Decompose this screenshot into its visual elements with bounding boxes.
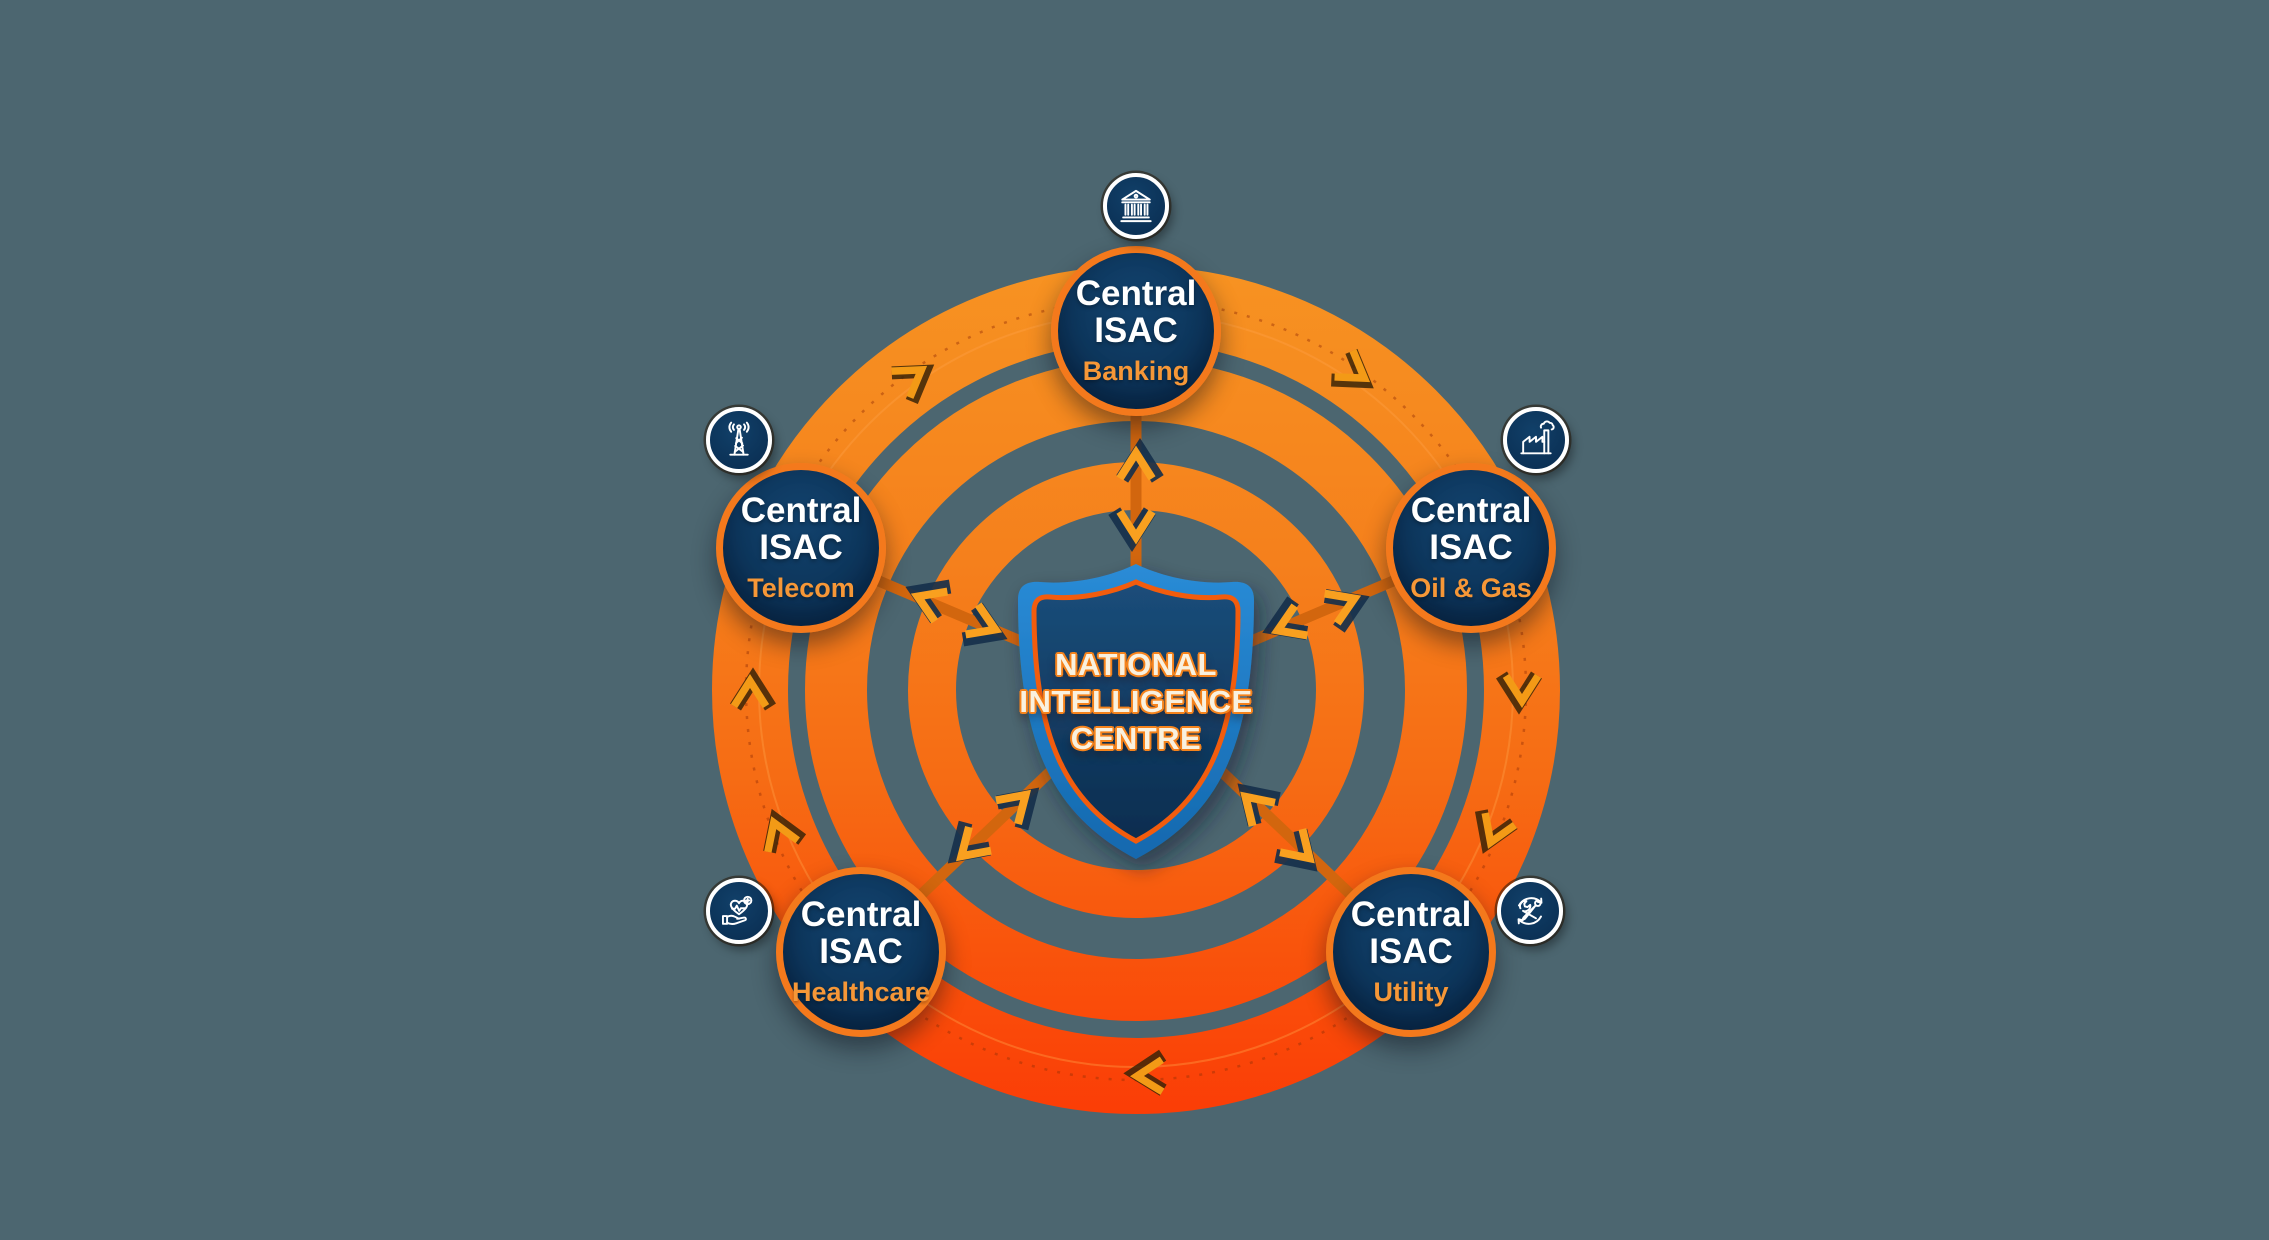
national-intelligence-shield bbox=[1018, 564, 1254, 859]
node-utility-line2: ISAC bbox=[1369, 932, 1453, 971]
telecom-icon-badge bbox=[706, 407, 772, 473]
bank-icon bbox=[1120, 189, 1152, 223]
node-oil-gas-line2: ISAC bbox=[1429, 528, 1513, 567]
spoke-arrow-telecom-in bbox=[968, 608, 1003, 647]
node-utility: Central ISAC Utility bbox=[1326, 867, 1496, 1037]
centre-title-line1: NATIONAL bbox=[1055, 647, 1217, 682]
banking-icon-badge bbox=[1103, 173, 1169, 239]
radio-tower-icon bbox=[728, 421, 750, 456]
node-telecom-line1: Central bbox=[740, 490, 862, 530]
oil-gas-icon-badge bbox=[1503, 407, 1569, 473]
node-telecom: Central ISAC Telecom bbox=[716, 463, 886, 633]
node-banking-sector: Banking bbox=[1082, 356, 1190, 387]
factory-icon bbox=[1520, 420, 1555, 455]
node-utility-sector: Utility bbox=[1373, 977, 1449, 1008]
node-telecom-line2: ISAC bbox=[759, 528, 843, 567]
healthcare-icon-badge bbox=[706, 878, 772, 944]
centre-title-line3: CENTRE bbox=[1070, 721, 1202, 756]
node-banking-line2: ISAC bbox=[1094, 311, 1178, 350]
node-utility-line1: Central bbox=[1350, 894, 1472, 934]
node-healthcare-sector: Healthcare bbox=[791, 977, 931, 1008]
node-healthcare-line2: ISAC bbox=[819, 932, 903, 971]
node-telecom-sector: Telecom bbox=[747, 573, 855, 604]
tools-icon bbox=[1517, 897, 1543, 925]
node-banking-line1: Central bbox=[1075, 273, 1197, 313]
node-oil-gas-line1: Central bbox=[1410, 490, 1532, 530]
centre-title: NATIONAL INTELLIGENCE CENTRE bbox=[976, 646, 1296, 757]
hand-heart-icon bbox=[721, 895, 753, 926]
node-banking: Central ISAC Banking bbox=[1051, 246, 1221, 416]
utility-icon-badge bbox=[1497, 878, 1563, 944]
node-healthcare: Central ISAC Healthcare bbox=[776, 867, 946, 1037]
node-oil-gas-sector: Oil & Gas bbox=[1410, 573, 1532, 604]
shield-inner bbox=[1031, 579, 1241, 844]
centre-title-line2: INTELLIGENCE bbox=[1019, 684, 1253, 719]
node-oil-gas: Central ISAC Oil & Gas bbox=[1386, 463, 1556, 633]
node-healthcare-line1: Central bbox=[800, 894, 922, 934]
